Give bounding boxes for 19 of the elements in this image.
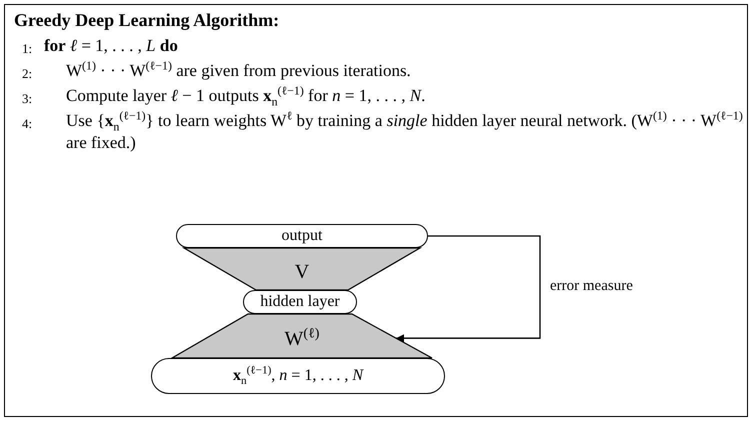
algorithm-line: W$^{(1)}$ · · · W$^{(ℓ−1)}$ are given from previous iterations. bbox=[66, 60, 411, 82]
layer-label: x$_{n}$$^{(ℓ−1)}$, n = 1, . . . , N bbox=[232, 367, 363, 385]
output-layer bbox=[176, 224, 428, 248]
title: Greedy Deep Learning Algorithm: bbox=[14, 9, 280, 31]
weight-trapezoid bbox=[184, 248, 420, 290]
weight-label: W$^{(ℓ)}$ bbox=[284, 324, 320, 350]
weight-trapezoid bbox=[172, 314, 432, 358]
weight-label: V bbox=[294, 260, 310, 284]
input-layer bbox=[151, 358, 445, 394]
layer-label: hidden layer bbox=[260, 293, 340, 311]
layer-label: output bbox=[282, 227, 322, 245]
line-number: 1: bbox=[22, 40, 32, 58]
hidden-layer bbox=[243, 290, 357, 314]
line-number: 3: bbox=[22, 90, 32, 108]
algorithm-line: Compute layer ℓ− 1 outputs x$_{n}$$^{(ℓ−1)}$ for n = 1, . . . , N. bbox=[66, 85, 426, 107]
line-number: 2: bbox=[22, 65, 32, 83]
algorithm-line: Use {x$_{n}$$^{(ℓ−1)}$} to learn weights W$^{ℓ}$ by training a single hidden layer neural network. (W$^{(1)}$ · · · W$^{(ℓ−1)}$ are fixed.) bbox=[66, 110, 744, 154]
line-number: 4: bbox=[22, 115, 32, 133]
algorithm-line: for ℓ = 1, . . . , L do bbox=[44, 35, 178, 57]
